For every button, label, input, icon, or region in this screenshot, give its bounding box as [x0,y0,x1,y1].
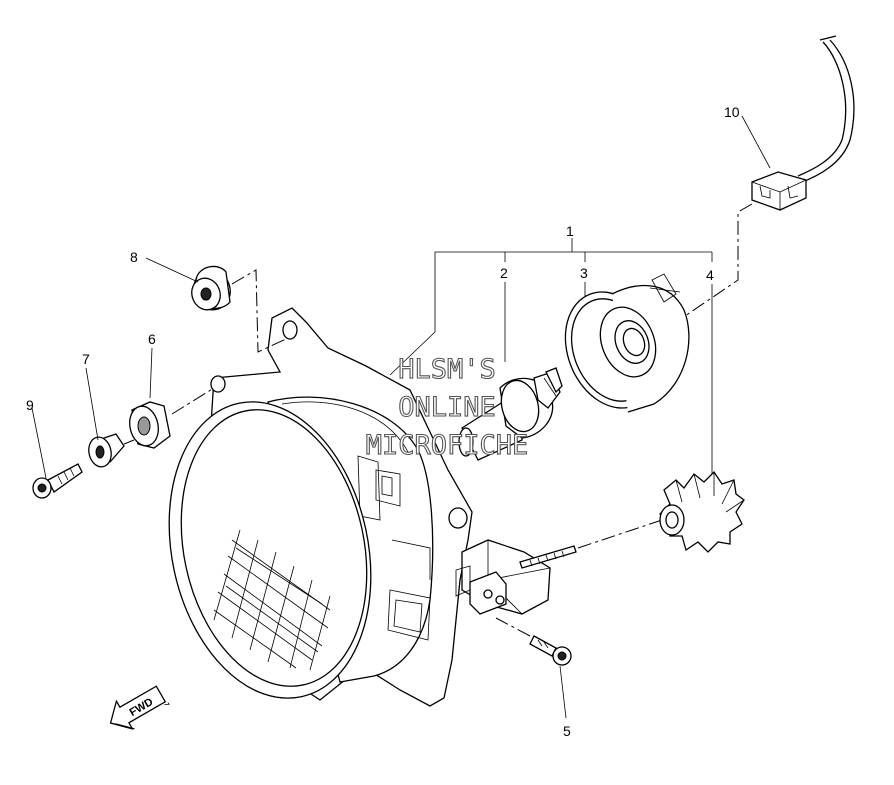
gear-part-4 [658,470,745,553]
collar-7-line [123,439,135,445]
watermark-line-3: MICROFICHE [366,430,529,461]
callout-9: 9 [26,397,34,413]
bulb-part-2 [458,367,563,461]
callout-1: 1 [566,223,574,239]
callout-7: 7 [82,351,90,367]
callout-8: 8 [130,249,138,265]
wire-route-line [681,203,753,319]
grommet-8-line [231,269,289,353]
bolt-part-9 [32,463,83,499]
leader-lines [31,115,771,719]
grommet-6-line [171,387,215,415]
callout-4: 4 [706,267,714,283]
grommet-part-8 [191,265,231,311]
watermark-line-2: ONLINE [398,392,496,423]
collar-part-7 [88,433,125,468]
lens-pattern [213,529,331,671]
watermark-line-1: HLSM'S [398,354,496,385]
connector-part-10 [751,171,807,211]
callout-3: 3 [580,265,588,281]
fwd-arrow-icon: FWD [109,685,170,730]
callout-2: 2 [500,265,508,281]
adjust-screw [519,545,577,569]
grommet-part-6 [129,401,171,449]
bolt-part-5 [529,635,572,666]
callout-6: 6 [148,331,156,347]
bolt-5-line [495,617,531,637]
callout-5: 5 [563,723,571,739]
headlight-housing [168,307,473,707]
wire-harness [797,35,855,184]
adjust-screw-line [577,519,663,549]
callout-10: 10 [724,104,740,120]
watermark: HLSM'S ONLINE MICROFICHE [365,353,529,461]
socket-part-3 [564,273,690,413]
adjuster-bracket [455,539,551,615]
assembly-bracket-part-1 [389,238,713,478]
